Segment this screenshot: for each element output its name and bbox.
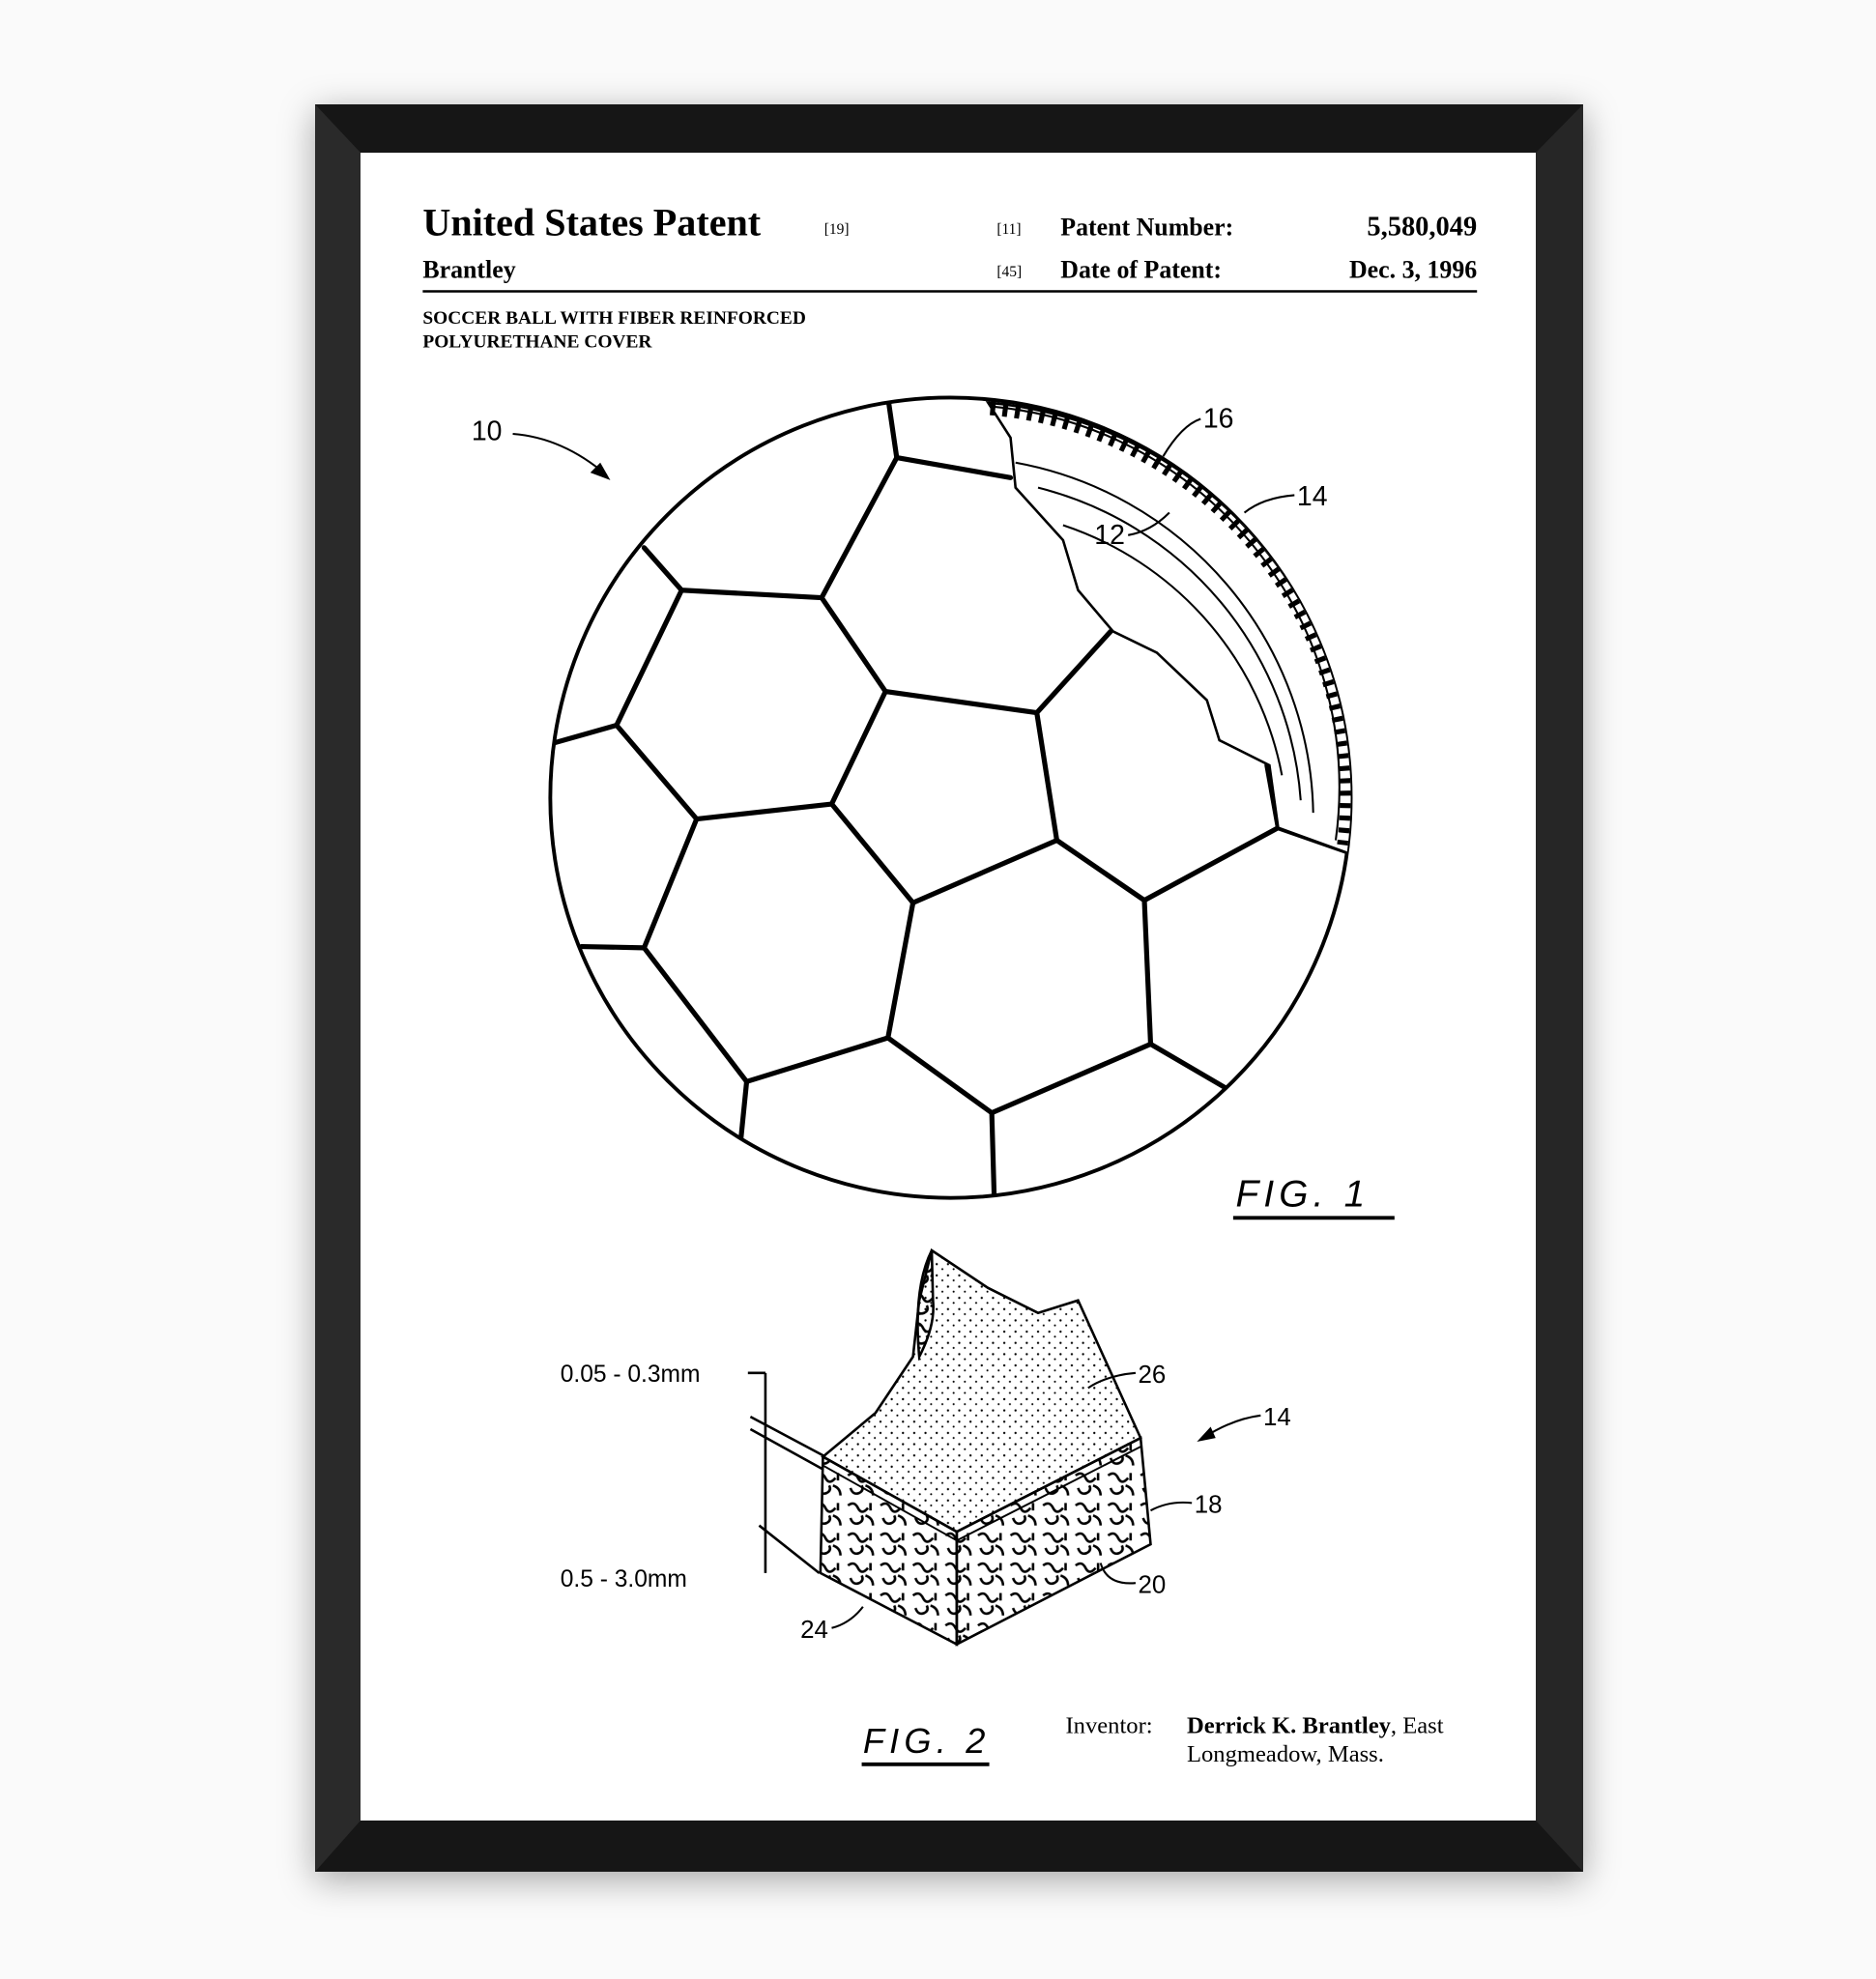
inventor-block: Inventor: Derrick K. Brantley, East Long… [1065,1712,1443,1767]
patent-number-code: [11] [996,221,1021,238]
patent-number: 5,580,049 [1367,212,1477,242]
label-12: 12 [1094,520,1125,551]
figure-1-caption: FIG. 1 [1235,1174,1370,1216]
dimension-top: 0.05 - 0.3mm [561,1362,701,1388]
label-10: 10 [472,416,503,446]
inventor-location-2: Longmeadow, Mass. [1187,1741,1384,1767]
figure-1-soccer-ball: 10 16 14 12 FIG. 1 [472,395,1395,1220]
label-20: 20 [1139,1572,1167,1599]
date-label: Date of Patent: [1060,255,1222,283]
label-14-fig2: 14 [1263,1404,1291,1431]
label-14-fig1: 14 [1297,481,1328,512]
patent-header: United States Patent [19] Brantley [11] … [422,200,1477,352]
dimension-bottom: 0.5 - 3.0mm [561,1566,687,1592]
label-26: 26 [1139,1362,1167,1389]
inventor-name: Derrick K. Brantley [1187,1712,1392,1738]
patent-date: Dec. 3, 1996 [1349,255,1477,283]
patent-title: United States Patent [422,200,761,244]
inventor-name-line: Derrick K. Brantley, East [1187,1712,1444,1738]
figure-2-caption: FIG. 2 [863,1721,991,1761]
inventor-surname: Brantley [422,255,515,283]
inventor-label: Inventor: [1065,1712,1152,1738]
inventor-location-1: , East [1391,1712,1444,1738]
date-code: [45] [996,264,1022,280]
figure-2-cover-section: 0.05 - 0.3mm 0.5 - 3.0mm 26 14 18 20 24 … [561,1248,1291,1766]
invention-title-line1: SOCCER BALL WITH FIBER REINFORCED [422,308,805,329]
label-16: 16 [1203,404,1234,435]
title-code: [19] [824,221,850,238]
patent-number-label: Patent Number: [1060,213,1233,241]
label-24: 24 [800,1617,828,1644]
invention-title-line2: POLYURETHANE COVER [422,332,652,353]
label-18: 18 [1195,1492,1223,1519]
